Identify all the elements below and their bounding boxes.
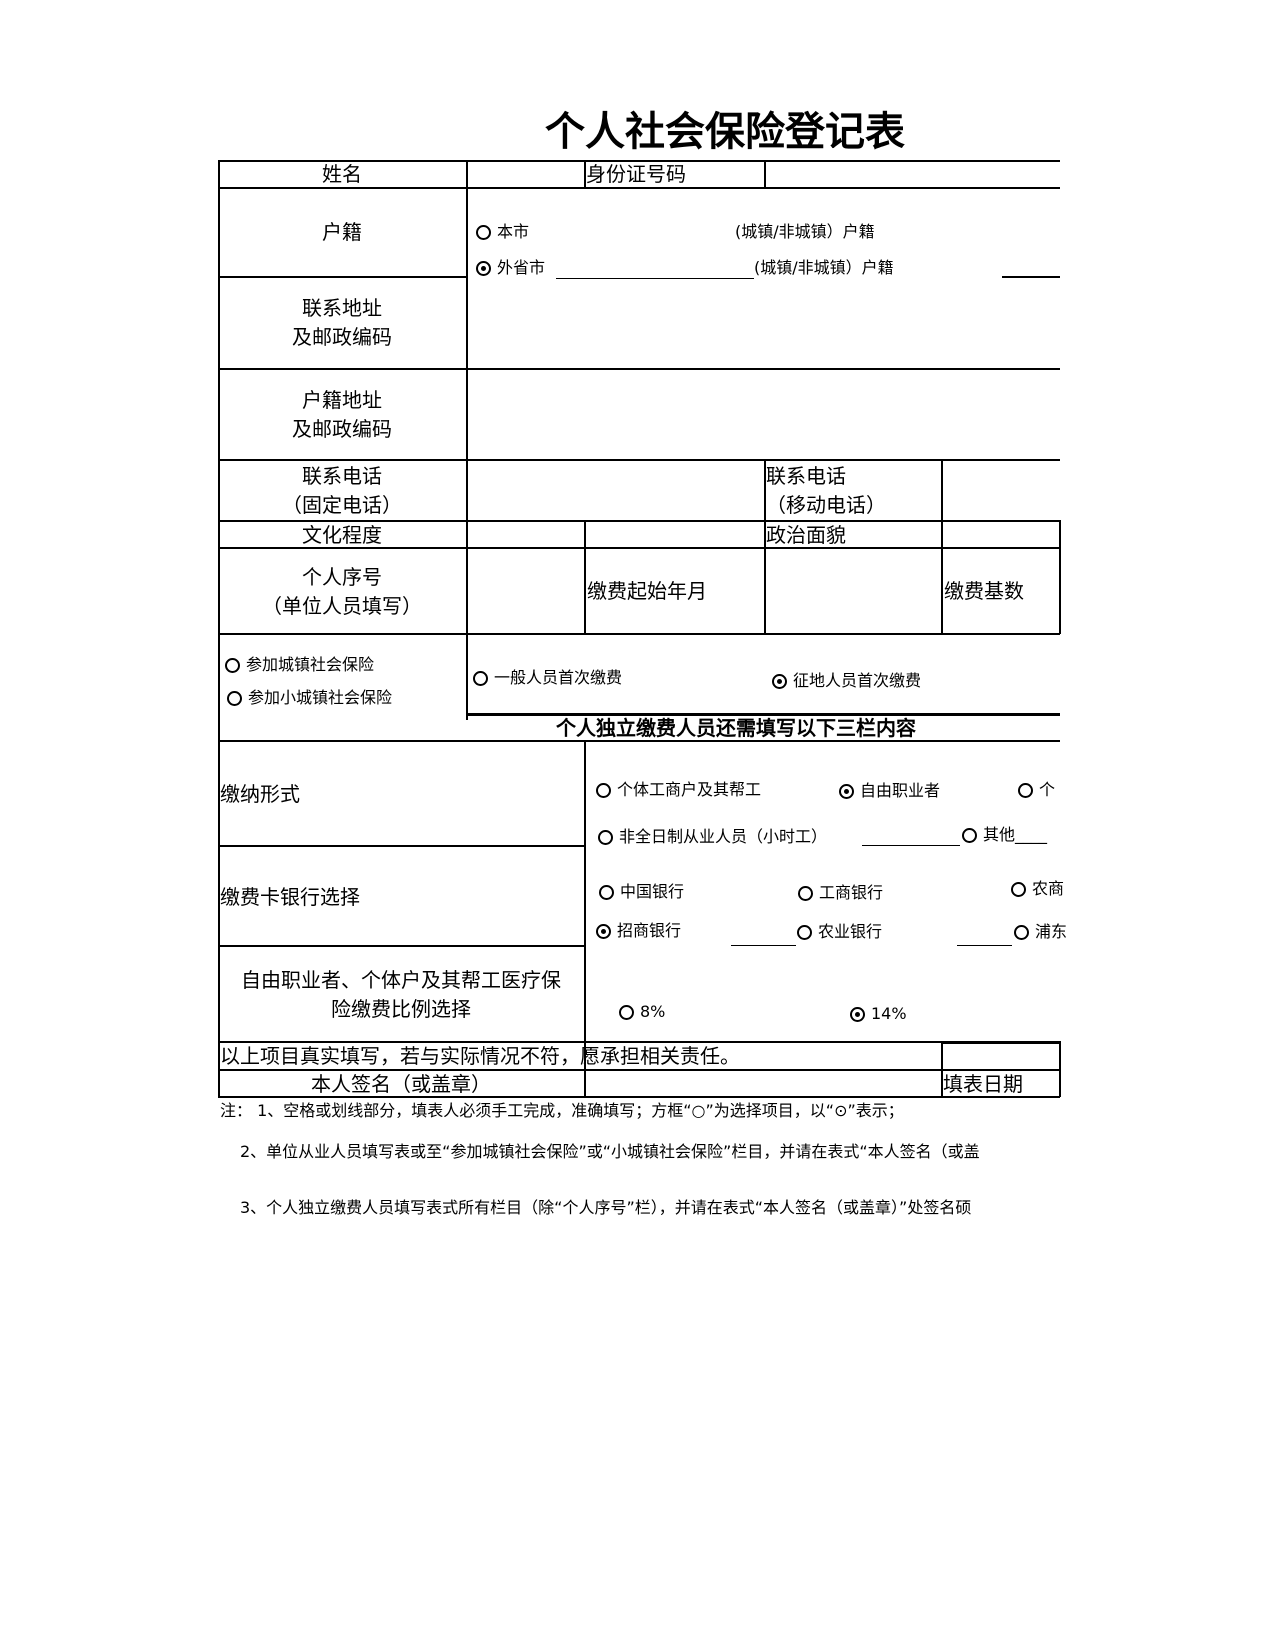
- table-rule: [466, 160, 468, 720]
- table-rule: [218, 187, 1060, 189]
- radio-land-acquisition-first-payment[interactable]: 征地人员首次缴费: [772, 670, 921, 692]
- radio-other[interactable]: 其他____: [962, 824, 1047, 846]
- table-rule: [218, 368, 1060, 370]
- radio-part-time[interactable]: 非全日制从业人员（小时工）: [598, 826, 827, 848]
- fill-line: [957, 945, 1012, 946]
- table-rule: [218, 276, 466, 278]
- fill-line: [862, 845, 960, 846]
- table-rule: [941, 1041, 943, 1097]
- label-start-month: 缴费起始年月: [587, 579, 707, 603]
- radio-urban-insurance[interactable]: 参加城镇社会保险: [225, 654, 374, 676]
- note-1: 注： 1、空格或划线部分，填表人必须手工完成，准确填写；方框“○”为选择项目，以…: [220, 1101, 904, 1120]
- radio-rural-commercial-bank[interactable]: 农商: [1011, 878, 1064, 900]
- label-phone-mobile: 联系电话（移动电话）: [766, 464, 886, 517]
- table-rule: [218, 845, 584, 847]
- radio-general-first-payment[interactable]: 一般人员首次缴费: [473, 667, 622, 689]
- table-rule: [218, 520, 1060, 522]
- radio-label: 外省市: [497, 258, 546, 277]
- table-rule: [218, 160, 220, 1097]
- table-rule: [218, 160, 1060, 162]
- radio-label: 本市: [497, 222, 530, 241]
- label-payment-form: 缴纳形式: [220, 782, 300, 806]
- table-rule: [584, 520, 586, 634]
- table-rule: [218, 633, 1060, 635]
- radio-self-employed[interactable]: 个体工商户及其帮工: [596, 779, 761, 801]
- label-id-number: 身份证号码: [586, 162, 686, 186]
- table-rule: [218, 740, 1060, 742]
- radio-freelancer[interactable]: 自由职业者: [839, 780, 940, 802]
- radio-household-local[interactable]: 本市: [476, 221, 529, 243]
- page-title: 个人社会保险登记表: [545, 109, 905, 155]
- radio-bank-of-china[interactable]: 中国银行: [599, 881, 684, 903]
- label-phone-fixed: 联系电话（固定电话）: [282, 464, 402, 517]
- radio-spdb[interactable]: 浦东: [1014, 921, 1067, 943]
- label-household: 户籍: [322, 220, 362, 244]
- label-name: 姓名: [322, 162, 362, 186]
- radio-icon: [476, 225, 491, 240]
- section-header: 个人独立缴费人员还需填写以下三栏内容: [556, 716, 916, 740]
- label-household-address: 户籍地址及邮政编码: [292, 388, 392, 441]
- fill-line: [731, 945, 796, 946]
- table-rule: [218, 459, 1060, 461]
- table-rule: [941, 459, 943, 634]
- table-rule: [466, 713, 1060, 716]
- household-other-suffix: (城镇/非城镇）户籍: [754, 258, 894, 277]
- label-serial: 个人序号（单位人员填写）: [262, 565, 422, 618]
- table-rule: [218, 1041, 1060, 1043]
- household-local-suffix: (城镇/非城镇）户籍: [735, 222, 875, 241]
- label-signature: 本人签名（或盖章）: [311, 1072, 491, 1096]
- label-medical-ratio: 自由职业者、个体户及其帮工医疗保险缴费比例选择: [241, 968, 561, 1021]
- table-rule: [764, 459, 766, 634]
- radio-small-town-insurance[interactable]: 参加小城镇社会保险: [227, 687, 392, 709]
- table-rule: [218, 547, 1060, 549]
- label-contact-address: 联系地址及邮政编码: [292, 296, 392, 349]
- fill-line: [556, 278, 754, 279]
- table-rule: [218, 945, 584, 947]
- radio-ratio-14[interactable]: 14%: [850, 1003, 907, 1025]
- label-education: 文化程度: [302, 523, 382, 547]
- table-rule: [1002, 276, 1060, 278]
- label-base: 缴费基数: [944, 579, 1024, 603]
- table-rule: [941, 1041, 1060, 1044]
- label-political: 政治面貌: [766, 523, 846, 547]
- table-rule: [218, 1069, 1060, 1071]
- table-rule: [1059, 1041, 1061, 1097]
- table-rule: [764, 160, 766, 187]
- radio-ratio-8[interactable]: 8%: [619, 1001, 665, 1023]
- radio-selected-icon: [476, 261, 491, 276]
- declaration: 以上项目真实填写，若与实际情况不符，愿承担相关责任。: [220, 1044, 740, 1068]
- table-rule: [1059, 520, 1061, 634]
- note-2: 2、单位从业人员填写表或至“参加城镇社会保险”或“小城镇社会保险”栏目，并请在表…: [240, 1142, 980, 1161]
- radio-household-other[interactable]: 外省市: [476, 257, 545, 279]
- table-rule: [584, 160, 586, 187]
- note-3: 3、个人独立缴费人员填写表式所有栏目（除“个人序号”栏），并请在表式“本人签名（…: [240, 1198, 972, 1217]
- radio-icbc[interactable]: 工商银行: [798, 882, 883, 904]
- radio-payment-form-3[interactable]: 个: [1018, 779, 1055, 801]
- radio-abc[interactable]: 农业银行: [797, 921, 882, 943]
- label-fill-date: 填表日期: [943, 1072, 1023, 1096]
- table-rule: [584, 740, 586, 1097]
- table-rule: [218, 1096, 1060, 1098]
- radio-cmb[interactable]: 招商银行: [596, 920, 681, 942]
- label-bank: 缴费卡银行选择: [220, 885, 360, 909]
